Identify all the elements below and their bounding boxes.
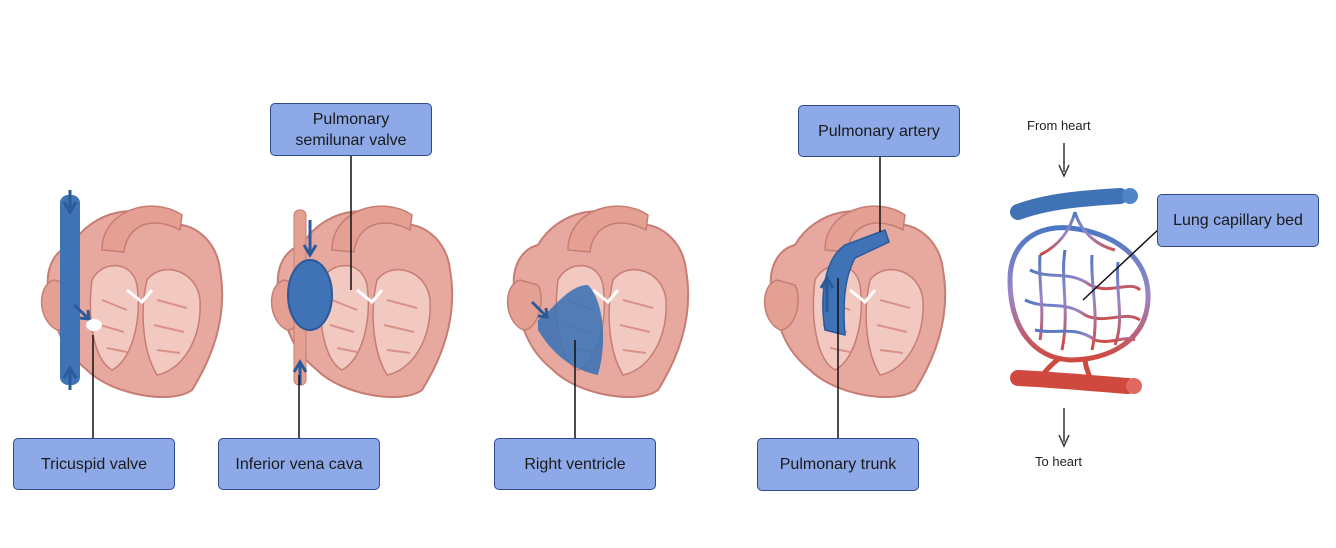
pulmonary-trunk-text: Pulmonary trunk (779, 456, 897, 473)
heart-illustration-4 (763, 204, 947, 399)
heart-illustration-1 (40, 190, 224, 399)
pulmonary-semilunar-valve-text-line2: semilunar valve (295, 131, 407, 149)
pulmonary-artery-text: Pulmonary artery (818, 122, 940, 140)
right-ventricle-label: Right ventricle (494, 438, 656, 490)
heart-illustration-2 (270, 204, 454, 399)
pulmonary-trunk-label: Pulmonary trunk (757, 438, 919, 491)
from-heart-caption: From heart (1027, 118, 1091, 133)
inferior-vena-cava-text: Inferior vena cava (235, 455, 363, 473)
pulmonary-semilunar-valve-text-line1: Pulmonary (312, 110, 390, 128)
lung-capillary-bed-label: Lung capillary bed (1157, 194, 1319, 247)
tricuspid-valve-label: Tricuspid valve (13, 438, 175, 490)
heart-illustration-3 (506, 204, 690, 399)
pulmonary-semilunar-valve-label: Pulmonary semilunar valve (270, 103, 432, 156)
inferior-vena-cava-label: Inferior vena cava (218, 438, 380, 490)
leader-lung-capillary-bed (1082, 227, 1161, 301)
lung-capillary-bed-text: Lung capillary bed (1173, 212, 1303, 229)
to-heart-caption: To heart (1035, 454, 1082, 469)
pulmonary-artery-label: Pulmonary artery (798, 105, 960, 157)
right-ventricle-text: Right ventricle (524, 455, 626, 473)
lung-capillary-bed-illustration (1007, 143, 1151, 448)
tricuspid-valve-text: Tricuspid valve (40, 455, 148, 473)
leader-lines (92, 156, 1161, 438)
